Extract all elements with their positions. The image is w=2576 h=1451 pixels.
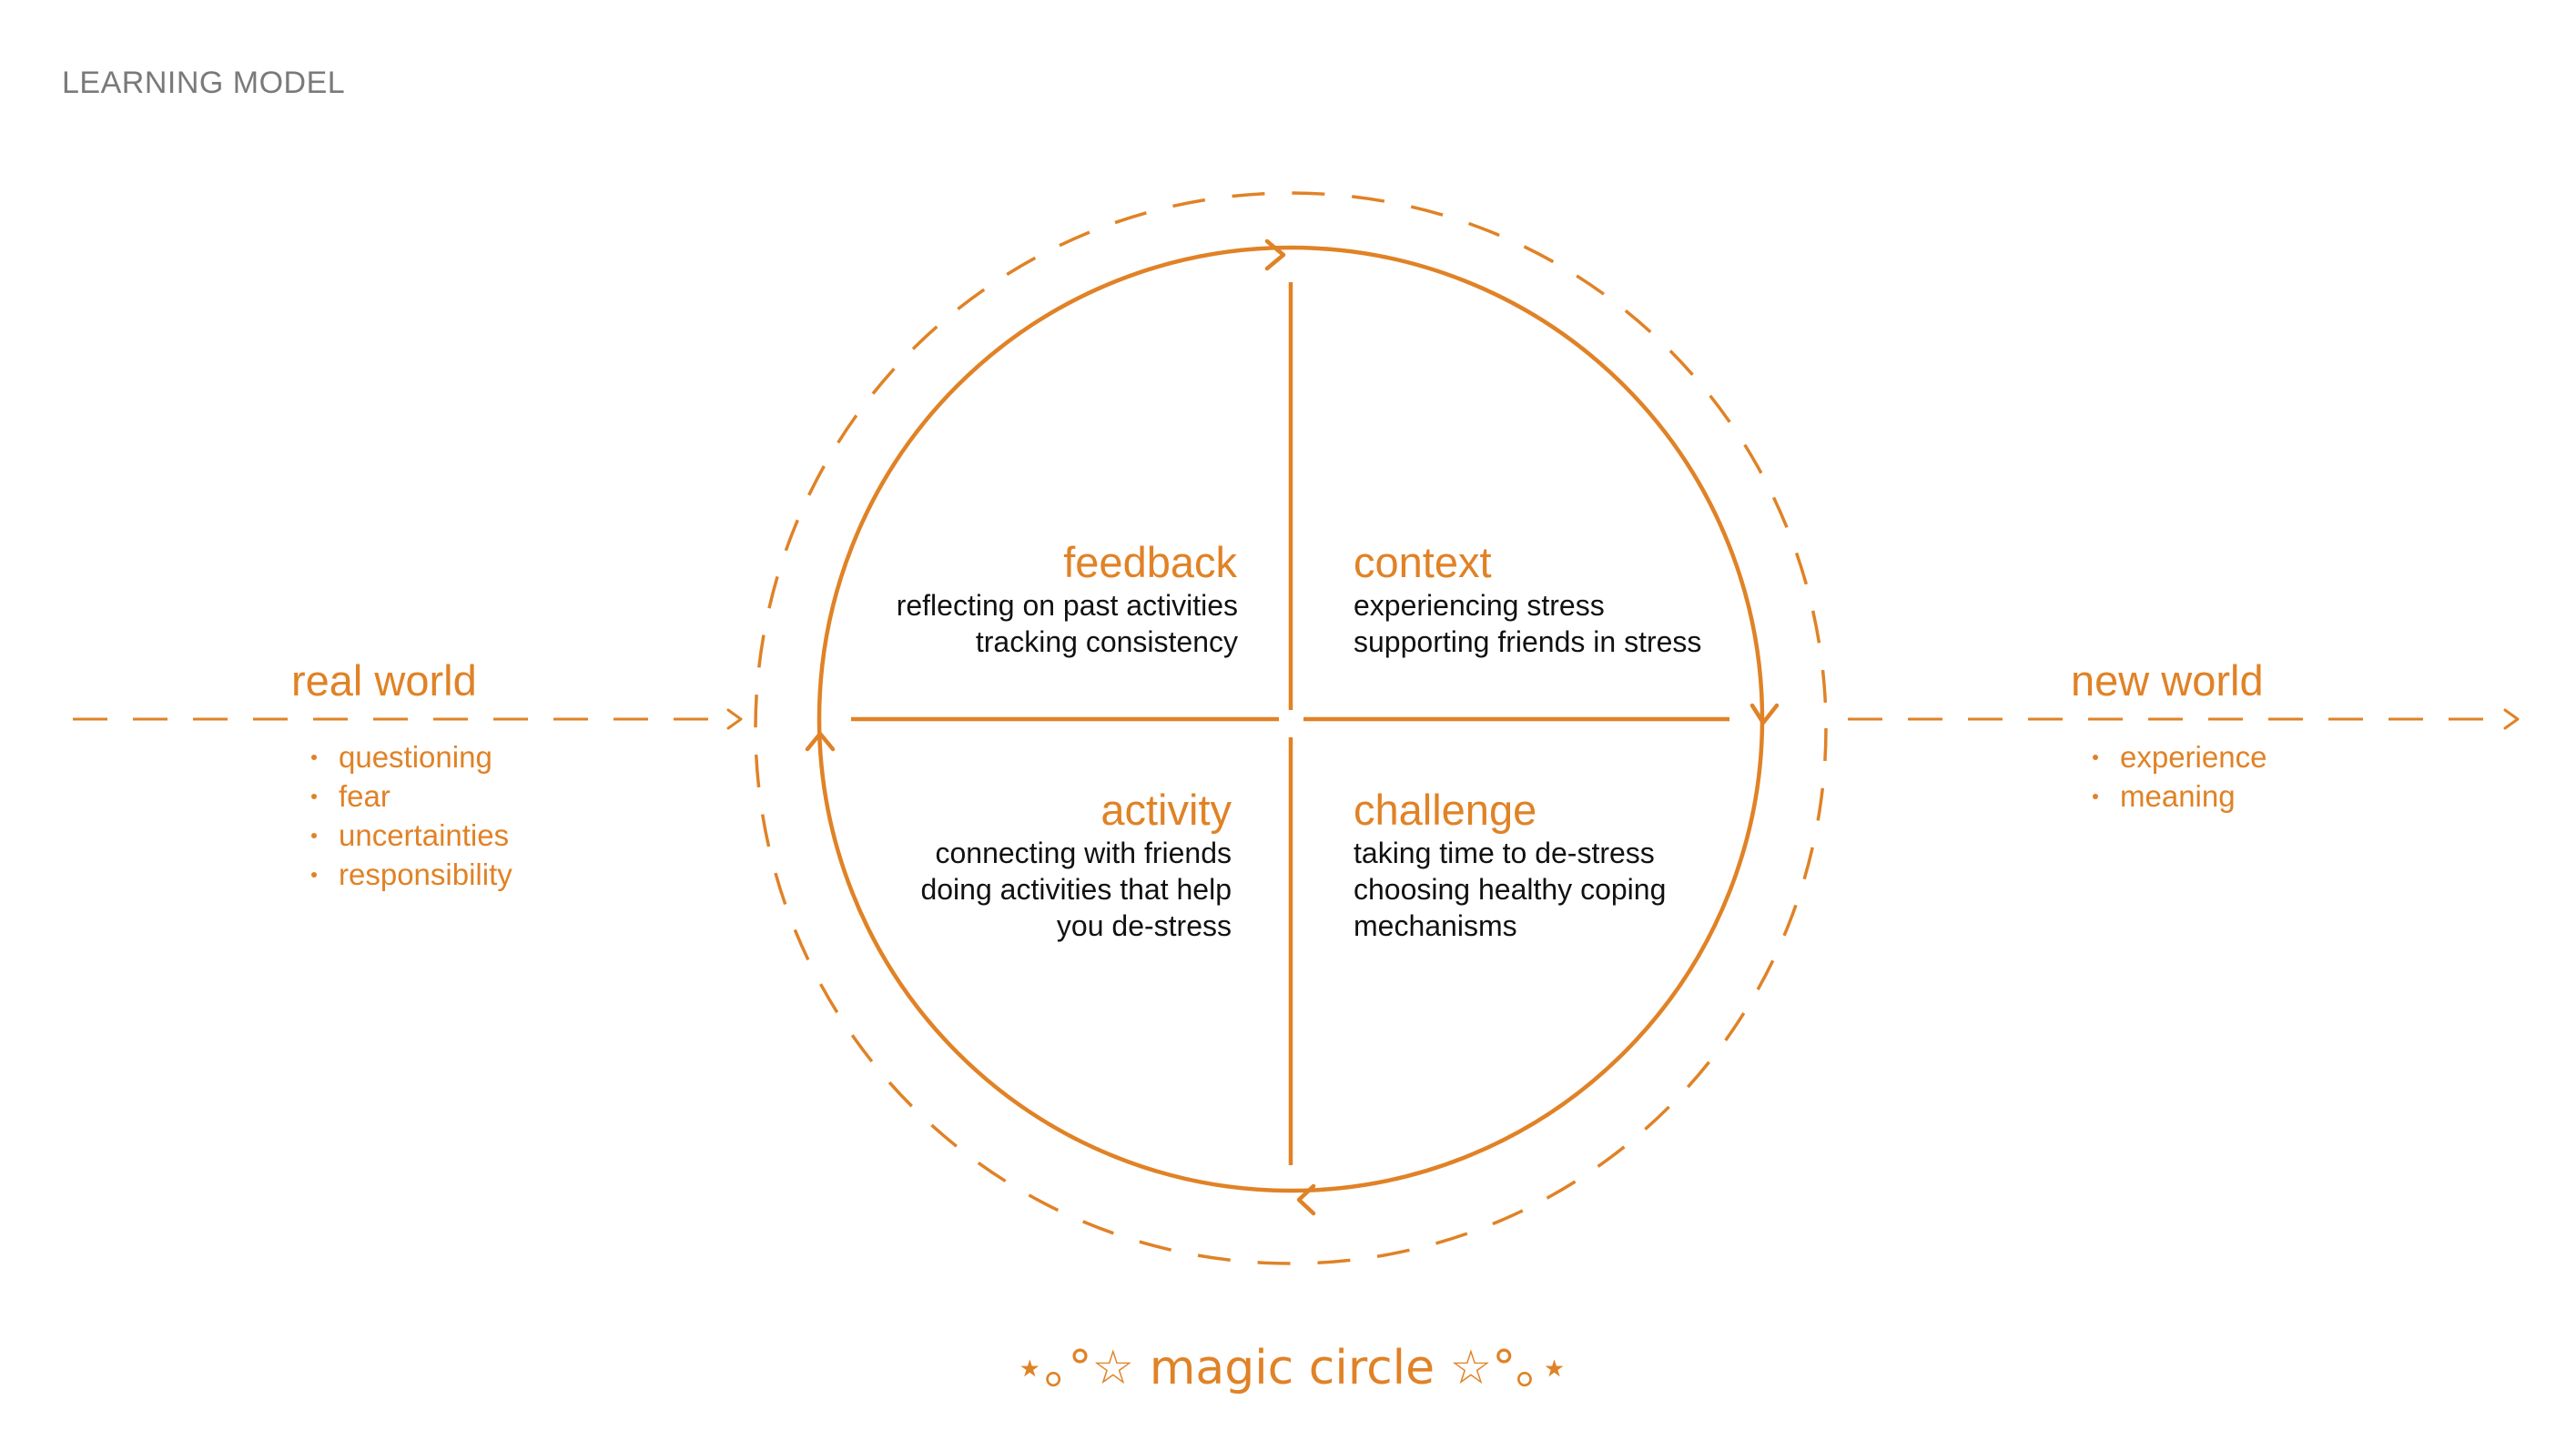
quadrant-text-feedback: reflecting on past activities tracking c…	[897, 587, 1238, 660]
cycle-arrow-left-icon	[805, 731, 836, 752]
quadrant-title-context: context	[1354, 538, 1492, 586]
magic-circle-dashed-ring	[754, 191, 1828, 1265]
quadrant-text-challenge: taking time to de-stress choosing health…	[1354, 835, 1666, 944]
quadrant-line: taking time to de-stress	[1354, 837, 1655, 869]
list-item: responsibility	[308, 855, 512, 894]
quadrant-line: choosing healthy coping	[1354, 873, 1667, 906]
quadrant-title-feedback: feedback	[1063, 538, 1237, 586]
quadrant-line: experiencing stress	[1354, 589, 1605, 622]
new-world-flow-arrow-icon	[2503, 708, 2520, 730]
new-world-list: experience meaning	[2089, 737, 2267, 816]
list-item: fear	[308, 776, 512, 816]
cycle-arrow-bottom-icon	[1296, 1183, 1316, 1216]
quadrant-line: you de-stress	[1056, 909, 1232, 942]
real-world-list: questioning fear uncertainties responsib…	[308, 737, 512, 894]
magic-circle-caption: ⋆｡°☆ magic circle ☆°｡⋆	[1015, 1341, 1569, 1395]
quadrant-title-challenge: challenge	[1354, 786, 1537, 834]
real-world-title: real world	[291, 656, 477, 705]
quadrant-line: tracking consistency	[975, 625, 1238, 658]
list-item: experience	[2089, 737, 2267, 776]
page-title: LEARNING MODEL	[62, 66, 346, 100]
quadrant-title-activity: activity	[1100, 786, 1232, 834]
quadrant-line: doing activities that help	[920, 873, 1232, 906]
new-world-title: new world	[2071, 656, 2264, 705]
quadrant-text-context: experiencing stress supporting friends i…	[1354, 587, 1701, 660]
cycle-arrow-top-icon	[1264, 238, 1286, 271]
list-item: uncertainties	[308, 816, 512, 855]
quadrant-line: supporting friends in stress	[1354, 625, 1702, 658]
real-world-flow-arrow-icon	[726, 708, 743, 730]
cycle-arrow-right-icon	[1749, 703, 1780, 726]
list-item: questioning	[308, 737, 512, 776]
quadrant-line: reflecting on past activities	[896, 589, 1238, 622]
list-item: meaning	[2089, 776, 2267, 816]
quadrant-text-activity: connecting with friends doing activities…	[920, 835, 1232, 944]
quadrant-line: connecting with friends	[935, 837, 1232, 869]
quadrant-line: mechanisms	[1354, 909, 1517, 942]
